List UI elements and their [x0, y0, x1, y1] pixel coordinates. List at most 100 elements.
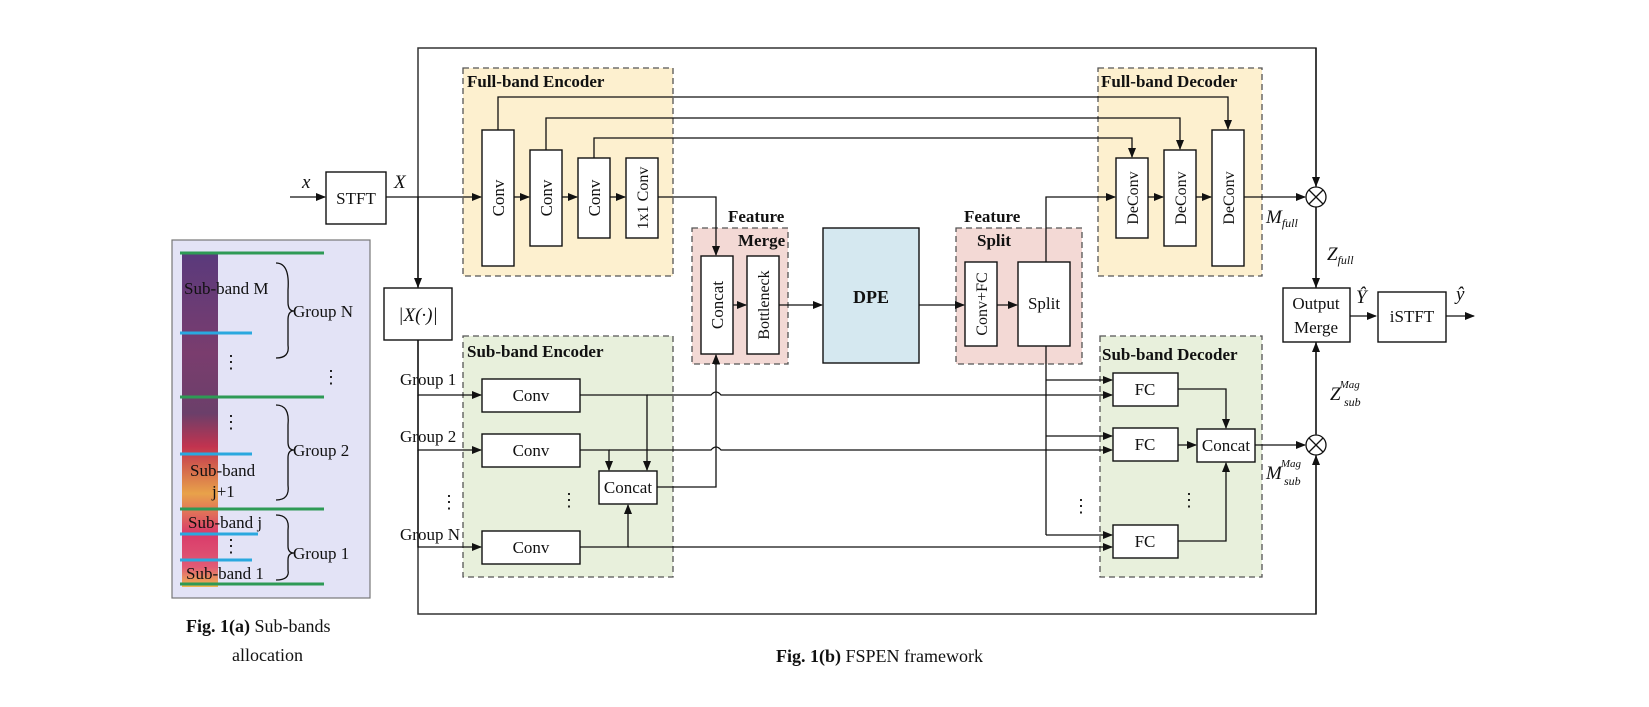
m-sub-symbol: M [1265, 463, 1283, 484]
sub-band-encoder-title: Sub-band Encoder [467, 342, 604, 361]
fig-b-caption-bold: Fig. 1(b) [776, 646, 841, 667]
decoder-deconv-2 [1163, 149, 1197, 247]
conv-fc-label: Conv+FC [974, 272, 991, 335]
label-sub-band-j: Sub-band j [188, 513, 262, 532]
label-sub-band-j1: Sub-band [190, 461, 256, 480]
fig-a-caption-line2: allocation [232, 645, 303, 665]
encoder-1x1-conv-label: 1x1 Conv [635, 167, 652, 230]
wire-fc1-to-concat [1178, 388, 1230, 429]
label-group-n: Group N [293, 302, 353, 321]
z-sub-superscript: Mag [1339, 379, 1361, 391]
fc-2 [1112, 427, 1179, 462]
encoder-conv-3 [577, 157, 611, 239]
wire-encoder-to-merge [658, 196, 720, 256]
sub-encoder-concat [598, 470, 658, 505]
multiply-icon-cross [1308, 437, 1324, 453]
decoder-deconv-2-label: DeConv [1173, 171, 1190, 224]
m-full-label: Mfull [1265, 207, 1298, 230]
vdots: ⋮ [322, 367, 340, 387]
decoder-deconv-1 [1115, 157, 1149, 239]
fig-b-fspen-framework: Full-band Encoder Full-band Decoder Sub-… [290, 47, 1475, 667]
decoder-deconv-3 [1211, 129, 1245, 267]
bottleneck-label: Bottleneck [756, 270, 773, 339]
feature-merge-title: Feature [728, 207, 785, 226]
spectrum-label: X [393, 172, 407, 193]
sub-conv-n-label: Conv [513, 538, 550, 557]
skip-connection [593, 137, 1136, 158]
z-full-symbol: Z [1327, 244, 1338, 265]
m-full-subscript: full [1282, 216, 1299, 230]
label-group-2: Group 2 [293, 441, 349, 460]
vdots: ⋮ [222, 536, 240, 556]
fc-1 [1112, 372, 1179, 407]
encoder-conv-2-label: Conv [537, 179, 556, 216]
sub-conv-n [481, 530, 581, 565]
wire-conv1-to-fc1 [647, 391, 1113, 399]
fig-a-caption-bold: Fig. 1(a) [186, 616, 250, 637]
feature-split-title: Split [977, 231, 1011, 250]
group-2-label: Group 2 [400, 427, 456, 446]
m-full-symbol: M [1265, 207, 1283, 228]
y-hat-output-label: ŷ [1454, 284, 1465, 305]
istft-label: iSTFT [1390, 307, 1435, 326]
fc-n-label: FC [1135, 532, 1156, 551]
z-sub-subscript: sub [1344, 395, 1361, 409]
m-sub-superscript: Mag [1280, 458, 1302, 470]
z-sub-symbol: Z [1330, 384, 1341, 405]
stft-label: STFT [336, 189, 376, 208]
sub-encoder-concat-label: Concat [604, 478, 652, 497]
sub-conv-2-label: Conv [513, 441, 550, 460]
encoder-1x1-conv [625, 157, 659, 239]
merge-concat-label: Concat [708, 281, 727, 329]
spectrogram [182, 253, 218, 587]
sub-conv-1-label: Conv [513, 386, 550, 405]
bottleneck-box [746, 255, 780, 355]
decoder-deconv-1-label: DeConv [1125, 171, 1142, 224]
istft-box [1377, 291, 1447, 343]
conv-fc-box [964, 261, 998, 347]
split-box [1017, 261, 1071, 347]
wire-split-to-decoder [1045, 193, 1116, 262]
group-n-label: Group N [400, 525, 460, 544]
wire-conv2-to-fc2 [609, 446, 1113, 454]
z-full-label: Zfull [1327, 244, 1354, 267]
fig-b-caption-text: FSPEN framework [841, 646, 983, 666]
group-brace [275, 262, 295, 359]
full-band-encoder-blocks: Conv Conv Conv 1x1 Conv [481, 129, 659, 267]
magnitude-box [383, 287, 453, 341]
dpe-box [822, 227, 920, 364]
multiply-icon-cross [1308, 189, 1324, 205]
vdots: ⋮ [1072, 496, 1090, 516]
decoder-deconv-3-label: DeConv [1221, 171, 1238, 224]
encoder-conv-1-label: Conv [489, 179, 508, 216]
group-brace [275, 404, 295, 501]
m-sub-subscript: sub [1284, 474, 1301, 488]
group-brace [275, 514, 295, 581]
fc-n [1112, 524, 1179, 559]
skip-connection [545, 117, 1184, 150]
z-full-subscript: full [1338, 253, 1355, 267]
feature-split-title: Feature [964, 207, 1021, 226]
full-band-decoder-title: Full-band Decoder [1101, 72, 1238, 91]
split-label: Split [1028, 294, 1060, 313]
output-merge-label: Merge [1294, 318, 1338, 337]
vdots: ⋮ [222, 352, 240, 372]
vdots: ⋮ [222, 412, 240, 432]
fig-a-caption: Fig. 1(a) Sub-bands [186, 616, 330, 637]
wire-fcn-to-concat [1178, 462, 1230, 542]
label-sub-band-1: Sub-band 1 [186, 564, 264, 583]
vdots: ⋮ [1180, 490, 1198, 510]
merge-concat-box [700, 255, 734, 355]
fc-1-label: FC [1135, 380, 1156, 399]
output-merge-label: Output [1292, 294, 1340, 313]
full-band-encoder-title: Full-band Encoder [467, 72, 605, 91]
sub-decoder-concat-label: Concat [1202, 436, 1250, 455]
fig-b-caption: Fig. 1(b) FSPEN framework [776, 646, 983, 667]
m-sub-label: MMag sub [1265, 458, 1301, 488]
stft-box [325, 171, 387, 225]
feature-merge-title: Merge [738, 231, 786, 250]
fig-a-caption-text: Sub-bands [250, 616, 331, 636]
input-signal-label: x [301, 172, 311, 193]
wire-concat-to-merge [657, 354, 720, 488]
